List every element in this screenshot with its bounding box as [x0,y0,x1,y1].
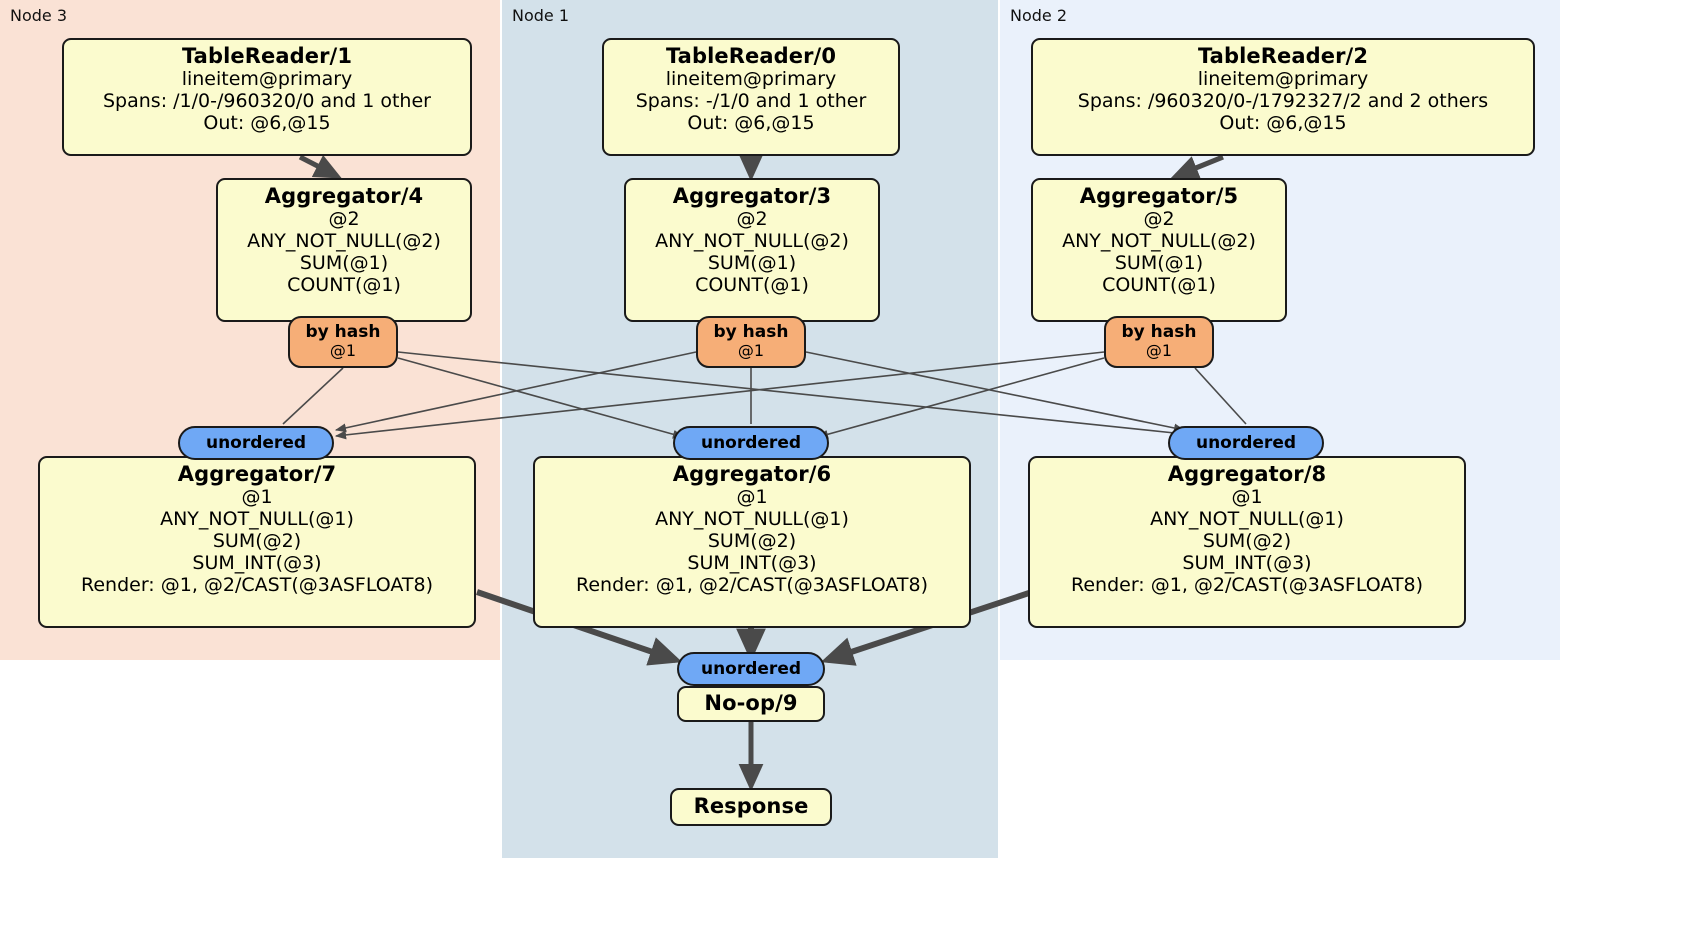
processor-title: Aggregator/5 [1079,184,1239,208]
router-unordered-right[interactable]: unordered [1168,426,1324,460]
processor-line: SUM_INT(@3) [192,552,322,575]
processor-aggregator-6[interactable]: Aggregator/6 @1 ANY_NOT_NULL(@1) SUM(@2)… [533,456,971,628]
processor-line: @2 [328,208,360,231]
processor-aggregator-5[interactable]: Aggregator/5 @2 ANY_NOT_NULL(@2) SUM(@1)… [1031,178,1287,322]
processor-title: Aggregator/6 [672,462,832,486]
processor-aggregator-8[interactable]: Aggregator/8 @1 ANY_NOT_NULL(@1) SUM(@2)… [1028,456,1466,628]
processor-aggregator-7[interactable]: Aggregator/7 @1 ANY_NOT_NULL(@1) SUM(@2)… [38,456,476,628]
router-column-label: @1 [1145,340,1173,360]
processor-line: @2 [1143,208,1175,231]
processor-title: Aggregator/3 [672,184,832,208]
processor-line: SUM(@1) [707,252,797,275]
processor-line: SUM(@1) [1114,252,1204,275]
processor-title: Aggregator/7 [177,462,337,486]
processor-title: TableReader/0 [665,44,837,68]
processor-title: Response [693,794,809,818]
processor-aggregator-4[interactable]: Aggregator/4 @2 ANY_NOT_NULL(@2) SUM(@1)… [216,178,472,322]
processor-title: TableReader/1 [181,44,353,68]
processor-line: SUM(@2) [1202,530,1292,553]
processor-line: COUNT(@1) [287,274,401,297]
router-kind-label: by hash [305,322,381,342]
processor-line: Out: @6,@15 [203,112,331,135]
processor-tablereader-2[interactable]: TableReader/2 lineitem@primary Spans: /9… [1031,38,1535,156]
processor-line: @1 [736,486,768,509]
processor-line: Render: @1, @2/CAST(@3ASFLOAT8) [81,574,433,597]
processor-response[interactable]: Response [670,788,832,826]
processor-line: SUM(@2) [707,530,797,553]
router-column-label: @1 [329,340,357,360]
router-by-hash-center[interactable]: by hash @1 [696,316,806,368]
processor-line: SUM(@1) [299,252,389,275]
router-kind-label: unordered [700,433,802,453]
processor-line: @1 [241,486,273,509]
router-kind-label: unordered [1195,433,1297,453]
processor-line: lineitem@primary [1197,68,1369,91]
panel-label-node-1: Node 1 [512,6,570,25]
router-unordered-final[interactable]: unordered [677,652,825,686]
router-kind-label: by hash [713,322,789,342]
processor-line: SUM_INT(@3) [1182,552,1312,575]
router-by-hash-left[interactable]: by hash @1 [288,316,398,368]
processor-line: Render: @1, @2/CAST(@3ASFLOAT8) [1071,574,1423,597]
processor-line: COUNT(@1) [695,274,809,297]
processor-aggregator-3[interactable]: Aggregator/3 @2 ANY_NOT_NULL(@2) SUM(@1)… [624,178,880,322]
panel-label-node-2: Node 2 [1010,6,1068,25]
processor-line: Out: @6,@15 [1219,112,1347,135]
processor-line: SUM(@2) [212,530,302,553]
processor-line: lineitem@primary [181,68,353,91]
processor-tablereader-0[interactable]: TableReader/0 lineitem@primary Spans: -/… [602,38,900,156]
router-kind-label: unordered [700,659,802,679]
processor-line: Render: @1, @2/CAST(@3ASFLOAT8) [576,574,928,597]
router-kind-label: unordered [205,433,307,453]
processor-noop-9[interactable]: No-op/9 [677,686,825,722]
processor-title: No-op/9 [704,691,798,715]
processor-line: ANY_NOT_NULL(@2) [655,230,849,253]
processor-title: Aggregator/8 [1167,462,1327,486]
processor-line: ANY_NOT_NULL(@2) [247,230,441,253]
processor-line: Spans: /960320/0-/1792327/2 and 2 others [1077,90,1489,113]
router-unordered-center[interactable]: unordered [673,426,829,460]
processor-line: ANY_NOT_NULL(@1) [1150,508,1344,531]
processor-line: @1 [1231,486,1263,509]
processor-title: TableReader/2 [1197,44,1369,68]
router-kind-label: by hash [1121,322,1197,342]
processor-line: lineitem@primary [665,68,837,91]
router-column-label: @1 [737,340,765,360]
processor-tablereader-1[interactable]: TableReader/1 lineitem@primary Spans: /1… [62,38,472,156]
processor-line: @2 [736,208,768,231]
processor-line: ANY_NOT_NULL(@2) [1062,230,1256,253]
processor-line: COUNT(@1) [1102,274,1216,297]
processor-line: Out: @6,@15 [687,112,815,135]
processor-line: SUM_INT(@3) [687,552,817,575]
processor-line: ANY_NOT_NULL(@1) [160,508,354,531]
router-by-hash-right[interactable]: by hash @1 [1104,316,1214,368]
processor-line: Spans: -/1/0 and 1 other [635,90,867,113]
router-unordered-left[interactable]: unordered [178,426,334,460]
processor-title: Aggregator/4 [264,184,424,208]
panel-label-node-3: Node 3 [10,6,68,25]
processor-line: Spans: /1/0-/960320/0 and 1 other [103,90,431,113]
processor-line: ANY_NOT_NULL(@1) [655,508,849,531]
